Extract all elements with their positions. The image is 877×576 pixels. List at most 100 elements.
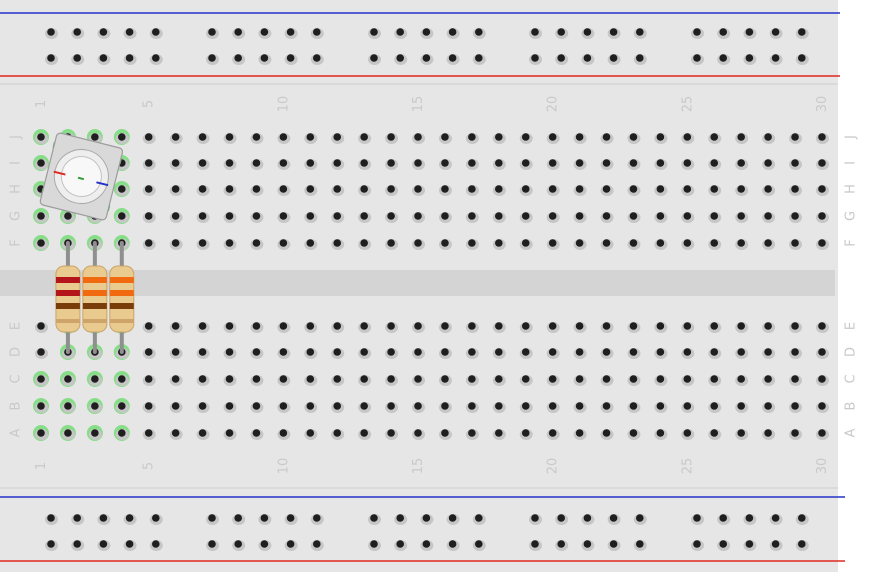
breadboard-hole-J13 [358,133,372,144]
hole-dot [414,402,422,410]
hole-dot [468,429,476,437]
breadboard-hole-F6 [169,239,183,250]
breadboard-hole-C22 [600,375,614,386]
hole-dot [656,348,665,356]
hole-dot [125,28,134,36]
rail-hole-bottom [97,514,111,525]
breadboard-hole-E25 [681,322,695,333]
hole-dot [64,212,72,220]
hole-dot [583,28,592,36]
breadboard-hole-B7 [196,402,210,413]
hole-dot [252,239,261,247]
rail-hole-bottom [123,540,137,551]
breadboard-hole-H19 [519,185,533,196]
breadboard-hole-A10 [277,429,291,440]
breadboard-hole-D1 [35,348,48,359]
breadboard-hole-E1 [35,322,48,333]
hole-dot [656,402,665,410]
hole-dot [557,514,565,522]
hole-dot [91,375,99,383]
breadboard-hole-C15 [412,375,426,386]
rail-hole-bottom [743,540,757,551]
hole-dot [521,212,530,220]
hole-dot [73,28,81,36]
hole-dot [252,348,261,356]
resistor-band-tolerance [109,319,134,323]
hole-dot [117,429,126,437]
hole-dot [602,322,611,330]
breadboard-hole-C23 [627,375,641,386]
hole-dot [360,429,368,437]
hole-dot [360,212,368,220]
breadboard-hole-H6 [169,185,183,196]
hole-dot [198,185,207,193]
breadboard-hole-E19 [519,322,533,333]
breadboard-hole-E7 [196,322,210,333]
hole-dot [745,540,754,548]
breadboard-hole-B15 [412,402,426,413]
hole-dot [764,133,772,141]
hole-dot [37,402,45,410]
breadboard-hole-G30 [815,212,829,223]
hole-dot [602,429,611,437]
rail-hole-top [123,28,137,39]
breadboard-hole-G21 [573,212,587,223]
breadboard-hole-E16 [438,322,452,333]
hole-dot [495,185,503,193]
hole-dot [252,429,261,437]
hole-dot [198,429,207,437]
rail-hole-bottom [691,514,704,525]
hole-dot [531,540,539,548]
hole-dot [745,28,754,36]
hole-dot [144,133,153,141]
rail-hole-bottom [97,540,111,551]
hole-dot [791,402,799,410]
breadboard-hole-A15 [412,429,426,440]
rail-hole-bottom [717,540,731,551]
breadboard-hole-E24 [654,322,668,333]
breadboard-hole-C13 [358,375,372,386]
hole-dot [791,185,799,193]
breadboard-hole-D13 [358,348,372,359]
hole-dot [737,212,745,220]
resistor-band-tolerance [82,319,107,323]
breadboard-hole-D5 [142,348,156,359]
hole-dot [198,375,207,383]
breadboard-hole-B2 [59,398,76,414]
hole-dot [47,28,55,36]
hole-dot [710,133,719,141]
hole-dot [37,322,45,330]
rail-hole-bottom [581,540,595,551]
hole-dot [683,159,692,167]
resistor-band [55,277,80,283]
hole-dot [475,514,483,522]
breadboard-hole-J18 [492,133,506,144]
hole-dot [152,540,160,548]
column-label-top: 20 [546,96,561,113]
breadboard-hole-G4 [113,208,130,224]
breadboard-hole-F26 [708,239,722,250]
resistor [82,241,108,354]
hole-dot [764,239,772,247]
breadboard-hole-C12 [331,375,345,386]
hole-dot [710,239,719,247]
hole-dot [144,429,153,437]
hole-dot [387,375,395,383]
hole-dot [468,322,476,330]
hole-dot [396,28,405,36]
rail-hole-top [529,54,542,65]
hole-dot [798,54,806,62]
hole-dot [629,429,638,437]
rail-hole-top [769,54,783,65]
breadboard-hole-D6 [169,348,183,359]
rgb-led [39,132,124,221]
row-label-right: H [844,184,859,194]
breadboard-hole-D20 [546,348,560,359]
hole-dot [414,239,422,247]
column-label-top: 25 [680,96,695,113]
hole-dot [495,402,503,410]
hole-dot [387,402,395,410]
hole-dot [198,133,207,141]
column-label-top: 15 [411,96,426,113]
hole-dot [252,322,261,330]
